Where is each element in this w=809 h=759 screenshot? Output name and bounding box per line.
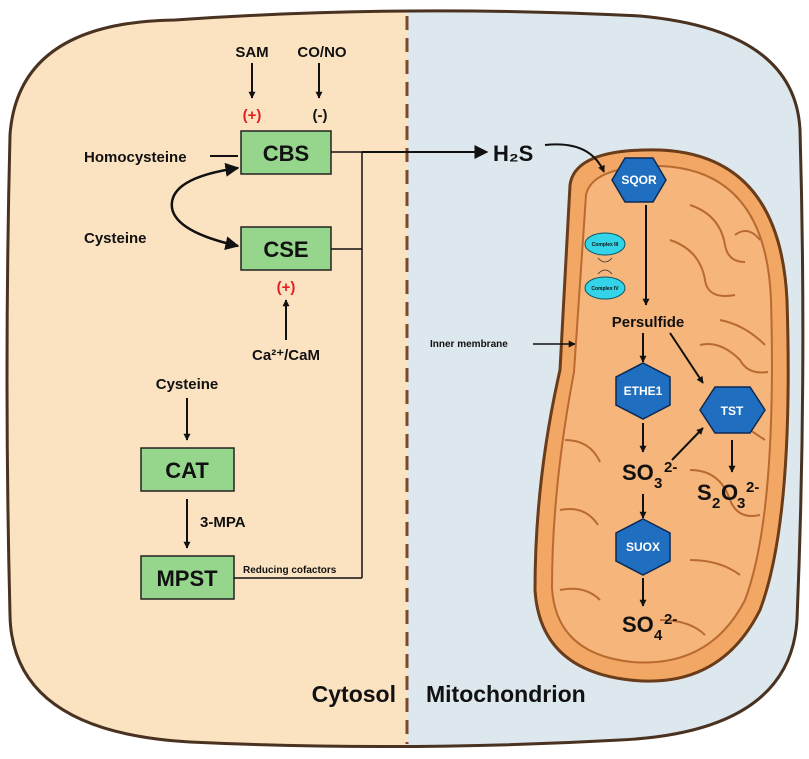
persulfide-to-tst-arrow (669, 332, 704, 384)
so4-subscript: 4 (654, 627, 663, 644)
cbs-label: CBS (263, 141, 309, 166)
reducing-cofactors-label: Reducing cofactors (243, 565, 337, 576)
s2o3-sub2: 3 (737, 495, 745, 512)
sam-effect: (+) (243, 107, 262, 124)
complex-iii-label: Complex III (592, 242, 619, 248)
sqor-hexagon: SQOR (611, 157, 667, 203)
complex-iv: Complex IV (584, 276, 626, 300)
so3-superscript: 2- (664, 459, 677, 476)
mpst-label: MPST (156, 566, 218, 591)
tst-label: TST (721, 404, 744, 418)
cbs-box: CBS (240, 130, 332, 175)
thiosulfate-label: S 2 O 3 2- (697, 479, 759, 512)
so4-text: SO (622, 612, 654, 637)
sulfite-label: SO 3 2- (622, 459, 677, 492)
mitochondrion-label: Mitochondrion (426, 681, 586, 707)
ca-cam-label: Ca²⁺/CaM (252, 347, 320, 364)
complex-iii: Complex III (584, 232, 626, 256)
h2s-collector-lines (234, 151, 363, 579)
cse-label: CSE (263, 237, 308, 262)
tst-hexagon: TST (699, 386, 766, 434)
so3-to-tst-arrow (671, 427, 704, 461)
so3-subscript: 3 (654, 475, 662, 492)
cysteine-label-2: Cysteine (156, 376, 219, 393)
suox-label: SUOX (626, 540, 660, 554)
cysteine-label-1: Cysteine (84, 230, 147, 247)
h2s-to-sqor-arrow (544, 143, 605, 173)
cse-box: CSE (240, 226, 332, 271)
persulfide-label: Persulfide (612, 314, 685, 331)
suox-hexagon: SUOX (615, 518, 671, 576)
so3-text: SO (622, 460, 654, 485)
so4-superscript: 2- (664, 611, 677, 628)
sqor-label: SQOR (621, 173, 657, 187)
electron-transfer-curl (597, 257, 613, 263)
ethe1-hexagon: ETHE1 (615, 362, 671, 420)
cytosol-label: Cytosol (312, 681, 396, 707)
s2o3-s: S (697, 480, 712, 505)
sulfate-label: SO 4 2- (622, 611, 677, 644)
s2o3-o: O (721, 480, 738, 505)
ethe1-label: ETHE1 (624, 384, 663, 398)
homocysteine-label: Homocysteine (84, 149, 187, 166)
cell-membrane (5, 9, 805, 749)
complex-iv-label: Complex IV (591, 286, 619, 292)
transsulfuration-arrow (170, 162, 240, 251)
cat-label: CAT (165, 458, 209, 483)
cristae (559, 204, 769, 636)
co-no-effect: (-) (313, 107, 328, 124)
s2o3-sub1: 2 (712, 495, 720, 512)
three-mpa-label: 3-MPA (200, 514, 246, 531)
sam-label: SAM (235, 44, 268, 61)
mpst-box: MPST (140, 555, 235, 600)
inner-membrane-label: Inner membrane (430, 339, 508, 350)
h2s-label: H₂S (493, 141, 533, 166)
electron-transfer-curl-2 (597, 269, 613, 275)
ca-cam-effect: (+) (277, 279, 296, 296)
co-no-label: CO/NO (297, 44, 347, 61)
cytosol-region (7, 10, 407, 747)
cat-box: CAT (140, 447, 235, 492)
s2o3-sup: 2- (746, 479, 759, 496)
